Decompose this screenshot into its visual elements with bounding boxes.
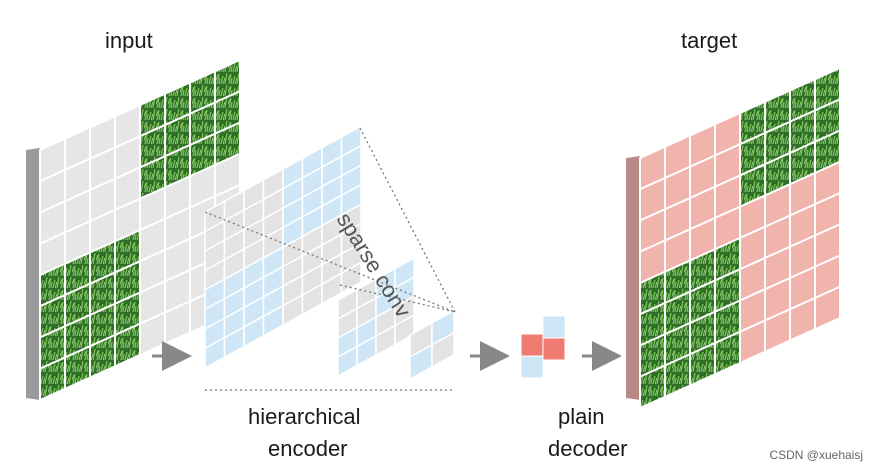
target-label: target — [681, 28, 738, 53]
decoder-label-line2: decoder — [548, 436, 628, 461]
target-tile — [814, 285, 841, 331]
encoder-cube — [431, 331, 455, 369]
decoder-label-line1: plain — [558, 404, 605, 429]
plain-decoder — [520, 315, 566, 379]
input-label: input — [105, 28, 153, 53]
encoder-cube — [340, 261, 362, 295]
target-image-grid — [626, 66, 841, 410]
encoder-label-line1: hierarchical — [248, 404, 361, 429]
encoder-label-line2: encoder — [268, 436, 348, 461]
watermark: CSDN @xuehaisj — [769, 448, 863, 462]
hierarchical-encoder — [204, 124, 456, 391]
